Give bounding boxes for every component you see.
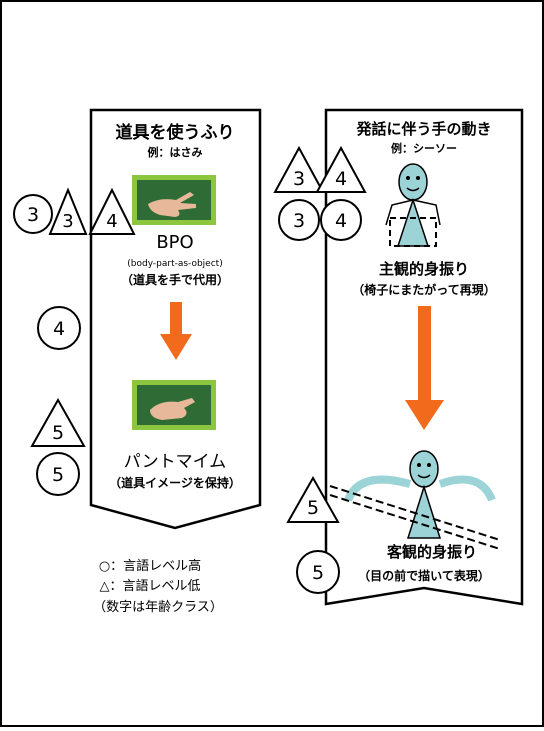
down-arrow-icon: [160, 302, 192, 360]
pantomime-label: パントマイム: [124, 452, 227, 472]
marker-label: 5: [312, 562, 324, 584]
legend-circle: ○：言語レベル高: [99, 558, 201, 574]
left-panel-title: 道具を使うふり: [116, 122, 235, 143]
marker-triangle: [88, 187, 136, 235]
marker-label: 4: [106, 211, 117, 232]
person-figure-icon: [329, 450, 501, 550]
person-figure-icon: [385, 163, 441, 247]
marker-circle: [36, 452, 80, 496]
marker-label: 3: [62, 211, 73, 232]
subjective-gesture-label: 主観的身振り: [379, 260, 469, 278]
subjective-gesture-description: （椅子にまたがって再現）: [352, 282, 495, 297]
marker-label: 4: [335, 210, 347, 232]
objective-gesture-description: （目の前で描いて表現）: [358, 568, 490, 583]
hand-holding-photo-icon: [132, 380, 216, 430]
hand-scissors-photo-icon: [132, 175, 216, 225]
marker-triangle: [286, 475, 340, 523]
marker-circle: [296, 550, 340, 594]
marker-triangle: [30, 397, 86, 447]
marker-triangle: [315, 145, 367, 193]
marker-label: 4: [53, 318, 65, 340]
marker-label: 5: [52, 464, 64, 486]
marker-circle: [37, 306, 81, 350]
objective-gesture-label: 客観的身振り: [386, 543, 477, 561]
down-arrow-icon: [405, 306, 444, 430]
bpo-label: BPO: [156, 232, 193, 253]
marker-triangle: [273, 145, 325, 193]
marker-circle: [278, 199, 320, 241]
marker-label: 5: [307, 497, 319, 519]
marker-circle: [320, 199, 362, 241]
pantomime-description: （道具イメージを保持）: [109, 475, 241, 490]
marker-label: 3: [293, 210, 305, 232]
right-panel-title: 発話に伴う手の動き: [355, 120, 491, 138]
marker-label: 5: [52, 422, 64, 444]
right-panel-example: 例：シーソー: [391, 141, 457, 155]
legend-note: （数字は年齢クラス）: [93, 600, 223, 615]
bpo-description: （道具を手で代用）: [121, 272, 229, 287]
bpo-sublabel: (body-part-as-object): [127, 259, 222, 269]
legend-triangle: △：言語レベル低: [100, 578, 201, 594]
marker-label: 3: [293, 168, 305, 190]
marker-circle: [13, 194, 53, 234]
marker-label: 3: [27, 204, 39, 226]
marker-triangle: [48, 187, 88, 235]
left-panel-example: 例：はさみ: [148, 145, 203, 159]
marker-label: 4: [335, 168, 347, 190]
